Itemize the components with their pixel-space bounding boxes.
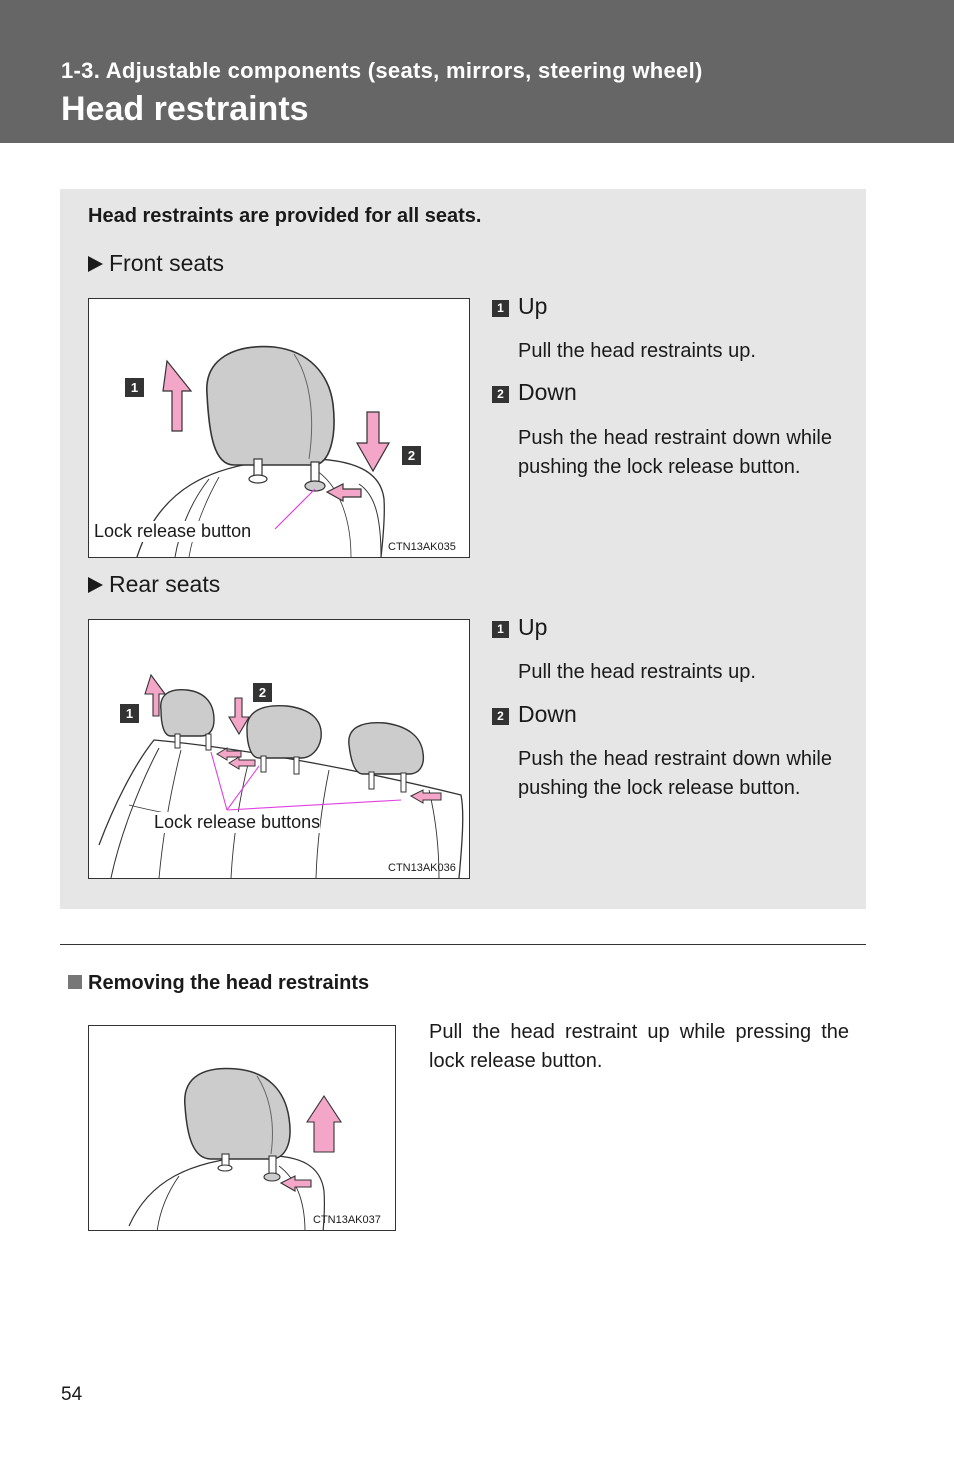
rear-step-up-text: Pull the head restraints up. bbox=[518, 661, 756, 683]
step-number-badge: 1 bbox=[492, 300, 509, 317]
figure-badge-2: 2 bbox=[402, 446, 421, 465]
step-title-text: Down bbox=[518, 379, 577, 405]
section-divider bbox=[60, 944, 866, 945]
figure-badge-2: 2 bbox=[253, 683, 272, 702]
front-seats-figure: 1 2 Lock release button CTN13AK035 bbox=[88, 298, 470, 558]
down-arrow-icon bbox=[355, 411, 391, 473]
step-title-text: Up bbox=[518, 293, 548, 319]
rear-seats-heading: Rear seats bbox=[88, 571, 220, 598]
rear-step-down-text: Push the head restraint down while pushi… bbox=[518, 748, 832, 799]
section-title: 1-3. Adjustable components (seats, mirro… bbox=[61, 58, 703, 83]
up-arrow-icon bbox=[144, 673, 167, 717]
page-title: Head restraints bbox=[61, 90, 309, 128]
removing-figure: CTN13AK037 bbox=[88, 1025, 396, 1231]
front-seats-heading: Front seats bbox=[88, 250, 224, 277]
removing-heading: Removing the head restraints bbox=[68, 972, 369, 995]
down-arrow-icon bbox=[228, 697, 250, 736]
step-number-badge: 1 bbox=[492, 621, 509, 638]
square-bullet-icon bbox=[68, 975, 82, 989]
up-arrow-icon bbox=[162, 359, 193, 432]
lock-release-callout: Lock release button bbox=[94, 521, 252, 542]
front-seats-label: Front seats bbox=[109, 250, 225, 276]
front-step-down-title: 2 Down bbox=[492, 379, 577, 406]
triangle-bullet-icon bbox=[88, 256, 103, 272]
lock-release-callout: Lock release buttons bbox=[154, 812, 321, 833]
rear-step-down-title: 2 Down bbox=[492, 701, 577, 728]
step-title-text: Up bbox=[518, 614, 548, 640]
intro-text: Head restraints are provided for all sea… bbox=[88, 205, 482, 227]
front-step-up-title: 1 Up bbox=[492, 293, 547, 320]
removing-heading-label: Removing the head restraints bbox=[88, 972, 370, 994]
figure-code: CTN13AK036 bbox=[388, 862, 456, 874]
rear-step-up-title: 1 Up bbox=[492, 614, 547, 641]
triangle-bullet-icon bbox=[88, 577, 103, 593]
rear-seats-figure: 1 2 Lock release buttons CTN13AK036 bbox=[88, 619, 470, 879]
step-number-badge: 2 bbox=[492, 708, 509, 725]
up-arrow-icon bbox=[305, 1094, 343, 1153]
page-number: 54 bbox=[61, 1384, 83, 1405]
step-number-badge: 2 bbox=[492, 386, 509, 403]
figure-badge-1: 1 bbox=[125, 378, 144, 397]
header-band: 1-3. Adjustable components (seats, mirro… bbox=[0, 0, 954, 143]
push-arrow-icon bbox=[325, 483, 362, 503]
push-arrow-icon bbox=[279, 1175, 312, 1192]
figure-code: CTN13AK037 bbox=[313, 1214, 381, 1226]
front-step-down-text: Push the head restraint down while pushi… bbox=[518, 427, 832, 478]
removing-text: Pull the head restraint up while pressin… bbox=[429, 1021, 849, 1072]
rear-seats-label: Rear seats bbox=[109, 571, 221, 597]
front-step-up-text: Pull the head restraints up. bbox=[518, 340, 756, 362]
step-title-text: Down bbox=[518, 701, 577, 727]
figure-code: CTN13AK035 bbox=[388, 541, 456, 553]
figure-badge-1: 1 bbox=[120, 704, 139, 723]
